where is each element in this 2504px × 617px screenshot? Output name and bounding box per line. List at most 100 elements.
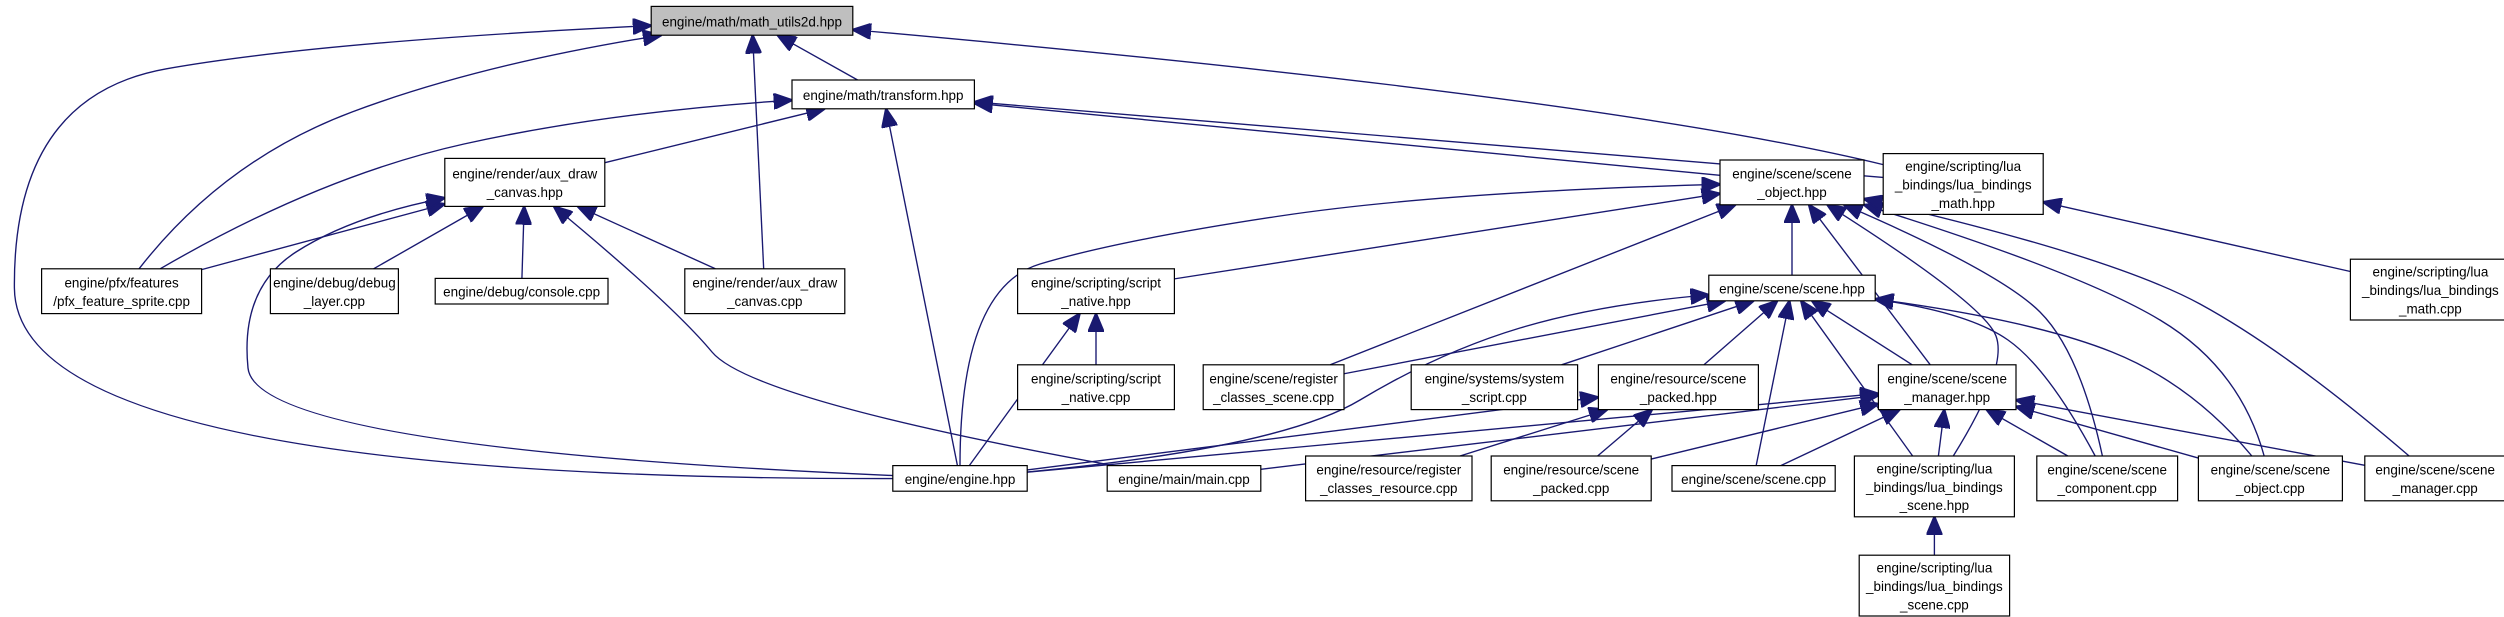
edge-scene_manager_cpp-to-scene_manager_hpp xyxy=(2016,400,2365,466)
node-scene-component-cpp[interactable]: engine/scene/scene_component.cpp xyxy=(2036,455,2179,502)
node-label: engine/scripting/script xyxy=(1031,372,1161,387)
node-label: _math.cpp xyxy=(2398,301,2462,316)
node-scene-manager-cpp[interactable]: engine/scene/scene_manager.cpp xyxy=(2364,455,2504,502)
node-label: engine/scene/scene.cpp xyxy=(1681,472,1826,487)
node-box xyxy=(650,5,854,36)
edge-lua_math_cpp-to-lua_math_hpp xyxy=(2043,202,2351,273)
node-transform[interactable]: engine/math/transform.hpp xyxy=(791,79,976,110)
node-label: _bindings/lua_bindings xyxy=(1865,480,2003,495)
edge-scene_cpp-to-scene_manager_hpp xyxy=(1780,410,1900,467)
node-box xyxy=(1597,364,1760,411)
node-scene-object-cpp[interactable]: engine/scene/scene _object.cpp xyxy=(2197,455,2344,502)
edge-scene_component_cpp-to-scene_manager_hpp xyxy=(1987,410,2069,457)
node-label: _canvas.hpp xyxy=(486,185,563,200)
edge-aux_draw_hpp-to-transform xyxy=(604,109,825,164)
node-label: /pfx_feature_sprite.cpp xyxy=(53,294,190,309)
node-box xyxy=(1708,274,1876,302)
node-script-native-cpp[interactable]: engine/scripting/script_native.cpp xyxy=(1017,364,1176,411)
node-box xyxy=(1719,159,1865,206)
node-label: engine/resource/scene xyxy=(1610,372,1746,387)
node-label: _manager.hpp xyxy=(1903,390,1990,405)
node-label: engine/scene/scene xyxy=(1732,167,1852,182)
edge-lua_math_hpp-to-math_utils2d xyxy=(853,30,1884,166)
node-lua-math-hpp[interactable]: engine/scripting/lua _bindings/lua_bindin… xyxy=(1882,153,2044,216)
node-box xyxy=(684,268,846,315)
node-label: _classes_scene.cpp xyxy=(1212,390,1334,405)
edge-lua_scene_hpp-to-scene_object_hpp xyxy=(1827,205,1999,457)
node-label: engine/scene/register xyxy=(1209,372,1338,387)
node-label: _component.cpp xyxy=(2057,481,2157,496)
node-scene-packed-cpp[interactable]: engine/resource/scene_packed.cpp xyxy=(1490,455,1652,502)
node-register-classes-resource[interactable]: engine/resource/register_classes_resourc… xyxy=(1305,455,1473,502)
node-engine-hpp[interactable]: engine/engine.hpp xyxy=(892,465,1028,492)
node-aux-draw-hpp[interactable]: engine/render/aux_draw _canvas.hpp xyxy=(444,157,606,208)
node-label: engine/scripting/lua xyxy=(1877,461,1993,476)
node-box xyxy=(1017,268,1176,315)
node-box xyxy=(1490,455,1652,502)
edge-pfx_feature_sprite-to-math_utils2d xyxy=(138,35,661,270)
node-scene-cpp[interactable]: engine/scene/scene.cpp xyxy=(1671,465,1836,492)
node-label: engine/render/aux_draw xyxy=(452,167,597,182)
node-label: _scene.hpp xyxy=(1899,498,1969,513)
node-label: engine/debug/console.cpp xyxy=(443,285,600,300)
node-label: _object.hpp xyxy=(1756,185,1826,200)
node-box xyxy=(1882,153,2044,216)
node-label: engine/engine.hpp xyxy=(905,472,1016,487)
edge-transform-to-math_utils2d xyxy=(778,35,858,81)
node-label: _object.cpp xyxy=(2235,481,2305,496)
node-scene-object-hpp[interactable]: engine/scene/scene _object.hpp xyxy=(1719,159,1865,206)
node-register-classes-scene[interactable]: engine/scene/register _classes_scene.cpp xyxy=(1202,364,1345,411)
edge-scene_object_cpp-to-scene_manager_hpp xyxy=(2016,407,2199,459)
edge-scene_object_cpp-to-scene_hpp xyxy=(1875,299,2253,457)
node-label: engine/systems/system xyxy=(1425,372,1565,387)
node-box xyxy=(2197,455,2344,502)
edge-register_classes_resource-to-scene_packed_hpp xyxy=(1459,410,1607,457)
node-debug-layer[interactable]: engine/debug/debug_layer.cpp xyxy=(269,268,400,315)
node-lua-math-cpp[interactable]: engine/scripting/lua_bindings/lua_bindin… xyxy=(2349,258,2504,321)
node-label: _native.hpp xyxy=(1060,294,1130,309)
node-lua-scene-hpp[interactable]: engine/scripting/lua _bindings/lua_bindin… xyxy=(1853,455,2016,518)
edge-scene_packed_cpp-to-scene_manager_hpp xyxy=(1651,404,1878,460)
node-scene-hpp[interactable]: engine/scene/scene.hpp xyxy=(1708,274,1876,302)
node-label: _scene.cpp xyxy=(1899,597,1969,612)
node-label: engine/main/main.cpp xyxy=(1118,472,1249,487)
edge-register_classes_scene-to-scene_object_hpp xyxy=(1329,205,1735,366)
edge-scene_cpp-to-scene_hpp xyxy=(1755,301,1789,466)
edge-lua_scene_hpp-to-scene_manager_hpp xyxy=(1938,410,1944,457)
edge-scene_component_cpp-to-scene_object_hpp xyxy=(1844,205,2104,457)
node-console[interactable]: engine/debug/console.cpp xyxy=(434,277,609,305)
node-label: engine/math/math_utils2d.hpp xyxy=(662,14,842,29)
node-box xyxy=(1853,455,2016,518)
node-script-native-hpp[interactable]: engine/scripting/script_native.hpp xyxy=(1017,268,1176,315)
node-label: _manager.cpp xyxy=(2392,481,2478,496)
node-box xyxy=(1858,554,2011,617)
node-box xyxy=(1410,364,1579,411)
node-scene-packed-hpp[interactable]: engine/resource/scene_packed.hpp xyxy=(1597,364,1760,411)
edge-lua_scene_hpp-to-scene_hpp xyxy=(1801,301,1914,457)
edge-system_script-to-scene_hpp xyxy=(1561,301,1754,366)
node-label: _packed.cpp xyxy=(1532,481,1609,496)
node-box xyxy=(1017,364,1176,411)
node-label: engine/scene/scene xyxy=(2211,463,2331,478)
edge-scene_manager_cpp-to-scene_object_hpp xyxy=(1864,199,2410,457)
node-box xyxy=(41,268,203,315)
node-label: engine/scripting/lua xyxy=(1905,159,2021,174)
node-box xyxy=(791,79,976,110)
node-pfx-feature-sprite[interactable]: engine/pfx/features/pfx_feature_sprite.c… xyxy=(41,268,203,315)
edge-debug_layer-to-aux_draw_hpp xyxy=(373,206,483,270)
node-main-cpp[interactable]: engine/main/main.cpp xyxy=(1106,465,1262,492)
node-scene-manager-hpp[interactable]: engine/scene/scene_manager.hpp xyxy=(1877,364,2017,411)
node-box xyxy=(1202,364,1345,411)
edge-scene_packed_hpp-to-scene_hpp xyxy=(1703,301,1777,366)
node-aux-draw-cpp[interactable]: engine/render/aux_draw_canvas.cpp xyxy=(684,268,846,315)
node-label: engine/pfx/features xyxy=(64,276,179,291)
node-label: engine/scripting/lua xyxy=(2373,265,2489,280)
node-label: _bindings/lua_bindings xyxy=(1894,178,2032,193)
node-math-utils2d: engine/math/math_utils2d.hpp xyxy=(650,5,854,36)
edge-scene_packed_cpp-to-scene_packed_hpp xyxy=(1597,410,1652,457)
node-lua-scene-cpp[interactable]: engine/scripting/lua_bindings/lua_bindin… xyxy=(1858,554,2011,617)
node-label: _script.cpp xyxy=(1461,390,1527,405)
node-system-script[interactable]: engine/systems/system _script.cpp xyxy=(1410,364,1579,411)
node-label: _bindings/lua_bindings xyxy=(1865,579,2003,594)
